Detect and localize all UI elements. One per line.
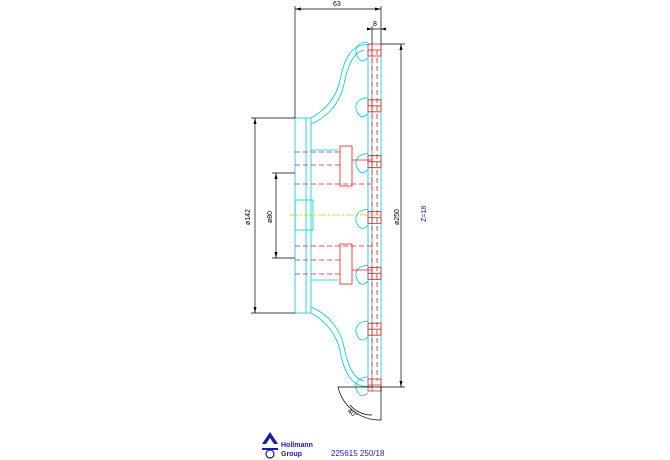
dim-tooth-width: 8 xyxy=(373,21,377,28)
dimension-arrows xyxy=(253,7,403,387)
tooth-tip xyxy=(367,211,382,224)
logo-line1: Hollmann xyxy=(281,442,313,449)
tooth-tip xyxy=(367,322,382,336)
angle-label: 40° xyxy=(346,407,359,420)
dim-bore-diameter: ø142 xyxy=(245,209,252,225)
tooth-tips xyxy=(367,43,382,392)
tooth-gullet xyxy=(355,97,369,118)
tooth-tip xyxy=(367,99,382,113)
logo-line2: Group xyxy=(281,451,302,458)
tooth-gullets xyxy=(355,41,369,397)
tooth-gullet xyxy=(355,153,369,173)
tooth-gullet xyxy=(355,264,369,285)
dim-outer-diameter: ø250 xyxy=(394,209,401,225)
dim-overall-width: 63 xyxy=(333,1,341,8)
tooth-gullet xyxy=(355,320,369,341)
company-logo: Hollmann Group xyxy=(262,432,313,459)
dim-hub-diameter: ø80 xyxy=(267,211,274,223)
dimension-lines xyxy=(251,6,405,388)
hidden-lines xyxy=(295,50,378,381)
tooth-tip xyxy=(367,266,382,280)
teeth-count: Z=18 xyxy=(421,206,428,222)
tooth-gullet xyxy=(355,376,369,397)
logo-mark-icon xyxy=(262,432,278,444)
tooth-gullet xyxy=(355,209,369,229)
part-number: 225615 250/18 xyxy=(331,449,385,458)
tooth-gullet xyxy=(355,41,369,62)
tooth-tip xyxy=(367,43,382,57)
angle-detail xyxy=(337,386,382,421)
tooth-tip xyxy=(367,378,382,392)
tooth-tip xyxy=(367,155,382,169)
hidden-bolt-bosses xyxy=(339,145,372,285)
